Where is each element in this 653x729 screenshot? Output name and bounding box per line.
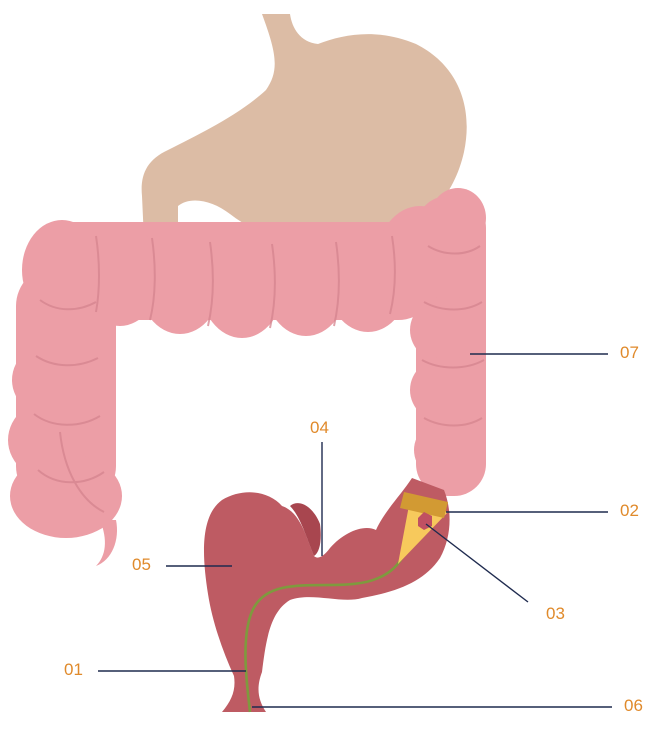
label-05: 05 bbox=[132, 555, 151, 575]
label-03: 03 bbox=[546, 604, 565, 624]
label-07: 07 bbox=[620, 343, 639, 363]
descending-colon bbox=[410, 188, 486, 496]
label-01: 01 bbox=[64, 660, 83, 680]
label-02: 02 bbox=[620, 501, 639, 521]
ascending-colon bbox=[8, 266, 122, 566]
label-04: 04 bbox=[310, 418, 329, 438]
label-06: 06 bbox=[624, 696, 643, 716]
